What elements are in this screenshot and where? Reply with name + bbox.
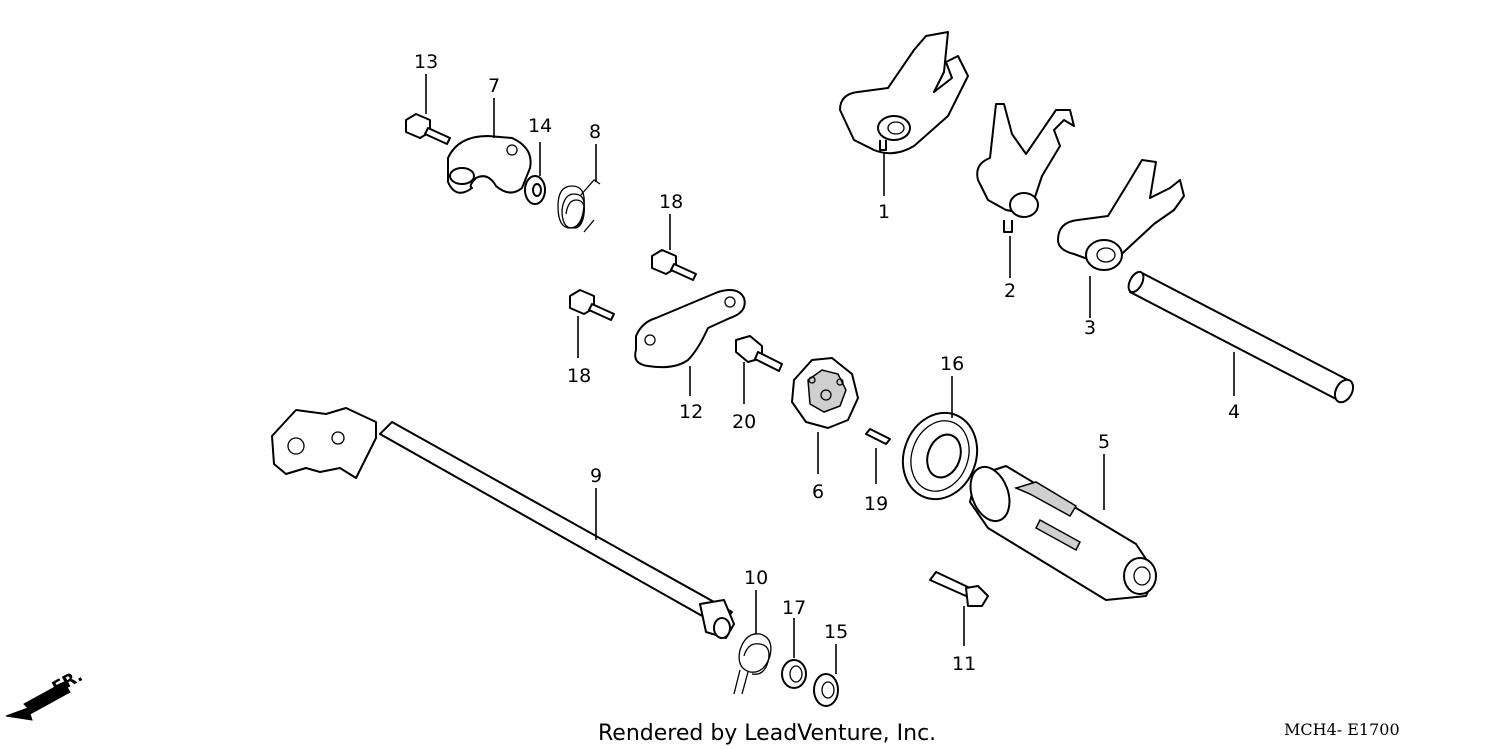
callout-2: 2 [1004, 280, 1016, 302]
part-15-washer[interactable] [813, 673, 839, 707]
callout-4: 4 [1228, 401, 1240, 423]
part-18-bolt-lower[interactable] [569, 289, 615, 321]
callout-3: 3 [1084, 317, 1096, 339]
part-19-pin[interactable] [865, 428, 891, 445]
callout-18-upper: 18 [659, 191, 683, 213]
part-13-bolt[interactable] [405, 113, 451, 145]
part-20-bolt[interactable] [735, 335, 783, 372]
part-4-shaft[interactable] [1126, 269, 1357, 405]
diagram-code: MCH4- E1700 [1284, 720, 1400, 739]
part-16-bearing[interactable] [891, 402, 989, 509]
callout-1: 1 [878, 201, 890, 223]
callout-12: 12 [679, 401, 703, 423]
callout-17: 17 [782, 597, 806, 619]
part-7-plate[interactable] [447, 135, 532, 194]
part-3-fork[interactable] [1057, 159, 1185, 271]
part-2-fork[interactable] [976, 103, 1075, 233]
callout-19: 19 [864, 493, 888, 515]
callout-7: 7 [488, 75, 500, 97]
part-14-washer[interactable] [524, 175, 546, 205]
part-17-collar[interactable] [781, 659, 807, 689]
part-18-bolt-upper[interactable] [651, 249, 697, 281]
part-5-drum[interactable] [964, 462, 1157, 601]
part-10-spring[interactable] [733, 633, 772, 695]
callout-8: 8 [589, 121, 601, 143]
front-direction-arrow: FR. [5, 666, 86, 721]
callout-6: 6 [812, 481, 824, 503]
callout-15: 15 [824, 621, 848, 643]
part-6-drum-center[interactable] [791, 357, 859, 429]
callout-18-lower: 18 [567, 365, 591, 387]
part-9-spindle[interactable] [271, 407, 735, 639]
callout-13: 13 [414, 51, 438, 73]
part-1-fork[interactable] [839, 31, 969, 155]
callout-11: 11 [952, 653, 976, 675]
credit-text: Rendered by LeadVenture, Inc. [598, 721, 936, 746]
callout-14: 14 [528, 115, 552, 137]
callout-16: 16 [940, 353, 964, 375]
callout-9: 9 [590, 465, 602, 487]
part-11-bolt[interactable] [929, 571, 989, 607]
part-12-plate[interactable] [634, 289, 746, 369]
callout-20: 20 [732, 411, 756, 433]
callout-5: 5 [1098, 431, 1110, 453]
callout-10: 10 [744, 567, 768, 589]
part-8-spring[interactable] [557, 179, 601, 233]
